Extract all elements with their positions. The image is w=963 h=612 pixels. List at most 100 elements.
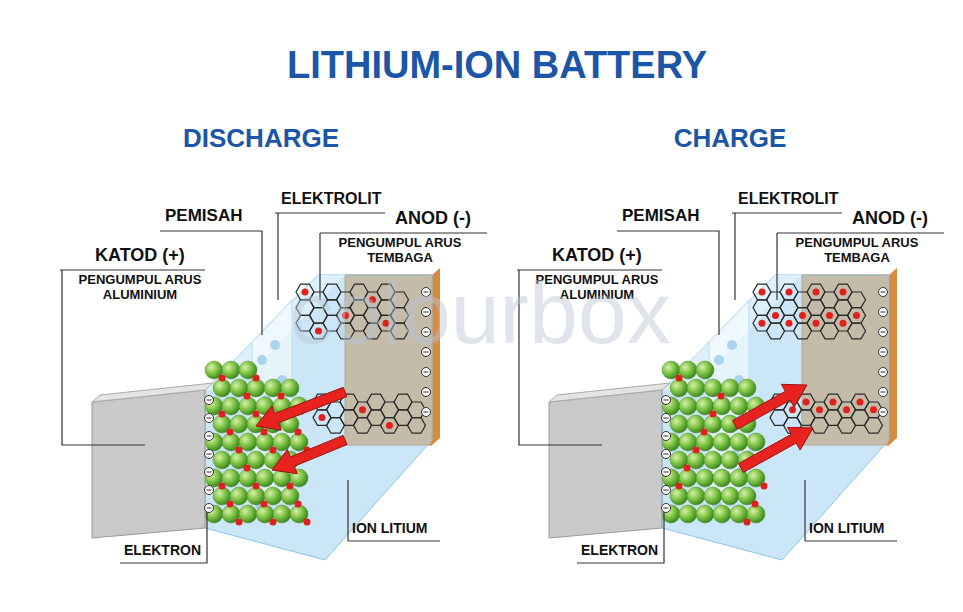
- lithium-ion: [786, 320, 793, 327]
- leader-line: [275, 212, 385, 213]
- electron: [662, 414, 671, 423]
- electron: [879, 328, 888, 337]
- graphite-ring: [865, 418, 883, 434]
- pore: [714, 355, 724, 365]
- electron-sign: [424, 372, 429, 373]
- lithium-ion: [786, 289, 793, 296]
- cathode-sphere: [704, 487, 722, 505]
- lithium-ion: [676, 483, 683, 490]
- lithium-ion: [261, 501, 268, 508]
- lithium-ion: [219, 483, 226, 490]
- leader-line: [732, 212, 842, 213]
- cathode-sphere: [662, 505, 680, 523]
- part-label: ELEKTROLIT: [281, 190, 381, 208]
- electron-sign: [207, 490, 212, 491]
- lithium-ion: [684, 465, 691, 472]
- cathode-sphere: [713, 433, 731, 451]
- watermark: colourbox: [220, 262, 740, 363]
- electron-sign: [664, 490, 669, 491]
- part-sublabel: PENGUMPUL ARUS TEMBAGA: [777, 236, 937, 266]
- electron: [662, 468, 671, 477]
- cathode-sphere: [721, 487, 739, 505]
- electron: [879, 408, 888, 417]
- ion-arrow: [272, 435, 347, 473]
- cathode-sphere: [670, 487, 688, 505]
- electron: [662, 450, 671, 459]
- pore: [257, 355, 267, 365]
- cathode-spheres: [662, 361, 765, 523]
- lithium-ion: [799, 312, 806, 319]
- electron: [879, 368, 888, 377]
- graphite-ring: [848, 292, 866, 308]
- electron-sign: [664, 400, 669, 401]
- lithium-ion: [853, 312, 860, 319]
- lithium-ion: [270, 447, 277, 454]
- cathode-sphere: [213, 379, 231, 397]
- cathode-sphere: [679, 505, 697, 523]
- lithium-ion: [870, 406, 877, 413]
- lithium-ion: [803, 399, 810, 406]
- graphite-ring: [408, 418, 426, 434]
- electron: [879, 288, 888, 297]
- part-sublabel: PENGUMPUL ARUS ALUMINIUM: [65, 273, 215, 303]
- lithium-ion: [295, 429, 302, 436]
- lithium-ion: [304, 519, 311, 526]
- electron: [205, 414, 214, 423]
- graphite-layers: [753, 284, 883, 433]
- lithium-ion: [840, 320, 847, 327]
- electron-sign: [664, 454, 669, 455]
- electron: [879, 348, 888, 357]
- lithium-ion: [244, 393, 251, 400]
- electron: [205, 396, 214, 405]
- lithium-ion: [219, 411, 226, 418]
- cathode-sphere: [704, 451, 722, 469]
- ion-arrows: [733, 384, 813, 472]
- part-label: KATOD (+): [552, 245, 642, 266]
- lithium-ion: [270, 519, 277, 526]
- cathode-sphere: [662, 397, 680, 415]
- leader-line: [777, 232, 944, 233]
- cathode-sphere: [747, 433, 765, 451]
- cathode-sphere: [721, 451, 739, 469]
- lithium-ion: [772, 312, 779, 319]
- lithium-ion: [319, 414, 326, 421]
- cathode-sphere: [679, 397, 697, 415]
- lithium-ion: [813, 320, 820, 327]
- electron-sign: [207, 436, 212, 437]
- lithium-ion: [693, 447, 700, 454]
- aluminium-collector: [549, 390, 662, 538]
- lithium-ion: [789, 406, 796, 413]
- lithium-ion: [219, 375, 226, 382]
- lithium-ion: [261, 429, 268, 436]
- cathode-sphere: [670, 415, 688, 433]
- lithium-ion: [236, 447, 243, 454]
- electron: [662, 432, 671, 441]
- aluminium-collector: [92, 390, 205, 538]
- electron: [205, 432, 214, 441]
- ion-arrow: [739, 427, 813, 472]
- electron: [205, 486, 214, 495]
- lithium-ion: [816, 406, 823, 413]
- electron: [205, 504, 214, 513]
- electron: [879, 308, 888, 317]
- part-sublabel: PENGUMPUL ARUS TEMBAGA: [320, 236, 480, 266]
- lithium-ion: [710, 411, 717, 418]
- part-label: ELEKTRON: [581, 542, 658, 558]
- part-label: ANOD (-): [395, 208, 471, 229]
- leader-line: [734, 213, 735, 300]
- electron-sign: [664, 418, 669, 419]
- aluminium-edge: [92, 383, 213, 402]
- copper-edge: [889, 268, 897, 445]
- lithium-ion: [840, 289, 847, 296]
- electron-sign: [207, 454, 212, 455]
- lithium-ion: [236, 519, 243, 526]
- ion-arrow: [733, 384, 807, 429]
- electron-sign: [881, 392, 886, 393]
- lithium-ion: [826, 312, 833, 319]
- cathode-sphere: [687, 379, 705, 397]
- electrolyte-body: [662, 275, 889, 560]
- electron: [662, 486, 671, 495]
- part-label: ELEKTROLIT: [738, 190, 838, 208]
- part-label: ION LITIUM: [809, 520, 884, 536]
